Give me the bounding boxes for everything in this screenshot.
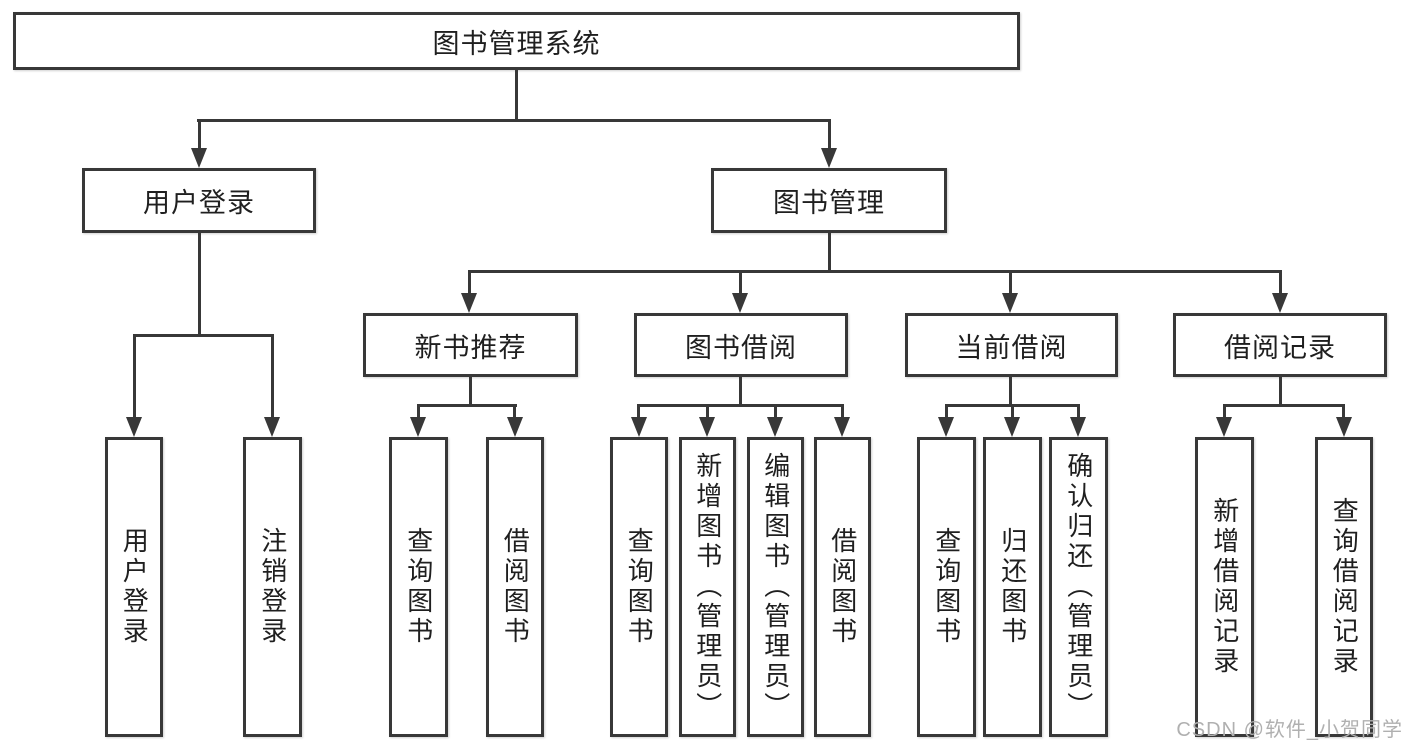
leaf-record-add-borrow-record: 新增借阅记录 <box>1195 437 1254 737</box>
leaf-label: 查询图书 <box>403 527 434 647</box>
connector-line <box>197 119 831 122</box>
node-borrowing-records: 借阅记录 <box>1173 313 1387 377</box>
arrow-down-icon <box>1272 293 1288 313</box>
node-label: 用户登录 <box>143 188 255 218</box>
arrow-down-icon <box>631 417 647 437</box>
connector-line <box>468 270 471 295</box>
node-book-management: 图书管理 <box>711 168 947 233</box>
connector-line <box>469 377 472 407</box>
connector-line <box>515 70 518 122</box>
arrow-down-icon <box>834 417 850 437</box>
node-label: 图书借阅 <box>685 332 797 363</box>
leaf-current-confirm-return-admin: 确认归还（管理员） <box>1049 437 1108 737</box>
connector-line <box>513 404 516 419</box>
arrow-down-icon <box>1336 417 1352 437</box>
connector-line <box>198 119 201 152</box>
leaf-borrow-edit-book-admin: 编辑图书（管理员） <box>747 437 804 737</box>
connector-line <box>198 233 201 337</box>
leaf-label: 新增借阅记录 <box>1209 497 1240 677</box>
csdn-watermark: CSDN @软件_小贺同学 <box>1176 719 1403 741</box>
connector-line <box>417 404 517 407</box>
leaf-record-query-borrow-record: 查询借阅记录 <box>1315 437 1373 737</box>
connector-line <box>739 270 742 295</box>
connector-line <box>1279 270 1282 295</box>
leaf-borrow-borrow-book: 借阅图书 <box>814 437 871 737</box>
leaf-label: 借阅图书 <box>500 527 531 647</box>
connector-line <box>468 270 1282 273</box>
arrow-down-icon <box>264 417 280 437</box>
arrow-down-icon <box>507 417 523 437</box>
node-label: 图书管理 <box>773 188 885 218</box>
arrow-down-icon <box>821 148 837 168</box>
leaf-label: 用户登录 <box>119 527 150 647</box>
connector-line <box>706 404 709 419</box>
leaf-current-return-book: 归还图书 <box>983 437 1042 737</box>
leaf-current-query-book: 查询图书 <box>917 437 976 737</box>
leaf-user-login: 用户登录 <box>105 437 163 737</box>
connector-line <box>637 404 640 419</box>
node-current-borrowing: 当前借阅 <box>905 313 1118 377</box>
connector-line <box>1009 377 1012 407</box>
connector-line <box>417 404 420 419</box>
connector-line <box>828 119 831 152</box>
connector-line <box>133 334 136 419</box>
connector-line <box>1009 270 1012 295</box>
node-book-borrowing: 图书借阅 <box>634 313 848 377</box>
arrow-down-icon <box>699 417 715 437</box>
leaf-label: 查询借阅记录 <box>1329 497 1360 677</box>
arrow-down-icon <box>938 417 954 437</box>
connector-line <box>945 404 948 419</box>
arrow-down-icon <box>767 417 783 437</box>
node-new-book-recommendation: 新书推荐 <box>363 313 578 377</box>
connector-line <box>1279 377 1282 407</box>
arrow-down-icon <box>1070 417 1086 437</box>
connector-line <box>828 233 831 273</box>
node-label: 借阅记录 <box>1224 332 1336 363</box>
connector-line <box>271 334 274 419</box>
leaf-newrec-borrow-book: 借阅图书 <box>486 437 544 737</box>
leaf-label: 归还图书 <box>997 527 1028 647</box>
leaf-label: 借阅图书 <box>827 527 858 647</box>
leaf-borrow-add-book-admin: 新增图书（管理员） <box>679 437 736 737</box>
leaf-newrec-query-book: 查询图书 <box>389 437 448 737</box>
leaf-label: 查询图书 <box>931 527 962 647</box>
arrow-down-icon <box>1002 293 1018 313</box>
arrow-down-icon <box>461 293 477 313</box>
node-label: 新书推荐 <box>414 332 527 363</box>
connector-line <box>1342 404 1345 419</box>
leaf-label: 确认归还（管理员） <box>1063 452 1094 722</box>
connector-line <box>841 404 844 419</box>
connector-line <box>1011 404 1014 419</box>
node-user-login: 用户登录 <box>82 168 316 233</box>
connector-line <box>1223 404 1345 407</box>
leaf-label: 新增图书（管理员） <box>692 452 723 722</box>
arrow-down-icon <box>191 148 207 168</box>
leaf-label: 查询图书 <box>624 527 655 647</box>
leaf-label: 编辑图书（管理员） <box>760 452 791 722</box>
connector-line <box>774 404 777 419</box>
arrow-down-icon <box>410 417 426 437</box>
leaf-logout: 注销登录 <box>243 437 302 737</box>
leaf-label: 注销登录 <box>257 527 288 647</box>
connector-line <box>133 334 274 337</box>
arrow-down-icon <box>126 417 142 437</box>
connector-line <box>739 377 742 407</box>
leaf-borrow-query-book: 查询图书 <box>610 437 668 737</box>
connector-line <box>1223 404 1226 419</box>
node-label: 图书管理系统 <box>432 28 601 59</box>
arrow-down-icon <box>732 293 748 313</box>
node-library-system: 图书管理系统 <box>13 12 1020 70</box>
connector-line <box>637 404 844 407</box>
arrow-down-icon <box>1216 417 1232 437</box>
arrow-down-icon <box>1004 417 1020 437</box>
node-label: 当前借阅 <box>955 332 1068 363</box>
connector-line <box>1077 404 1080 419</box>
